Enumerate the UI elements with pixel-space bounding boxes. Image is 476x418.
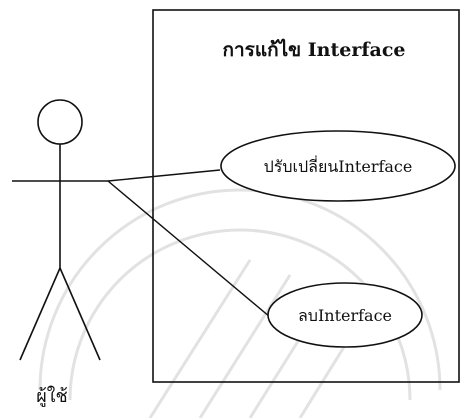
use-case-delete-interface: ลบInterface (267, 282, 423, 348)
association-edit (107, 169, 221, 182)
actor-label: ผู้ใช้ (36, 385, 68, 407)
system-boundary (152, 9, 460, 383)
actor-right-leg (59, 267, 101, 361)
associations (107, 169, 271, 318)
association-delete (107, 180, 271, 318)
actor-head (37, 99, 83, 145)
actor-figure (12, 99, 108, 361)
use-case-label: ปรับเปลี่ยนInterface (264, 155, 413, 176)
use-case-label: ลบInterface (298, 306, 392, 325)
use-case-modify-interface: ปรับเปลี่ยนInterface (220, 130, 456, 202)
actor-left-leg (19, 267, 61, 361)
system-title: การแก้ไข Interface (222, 38, 405, 61)
